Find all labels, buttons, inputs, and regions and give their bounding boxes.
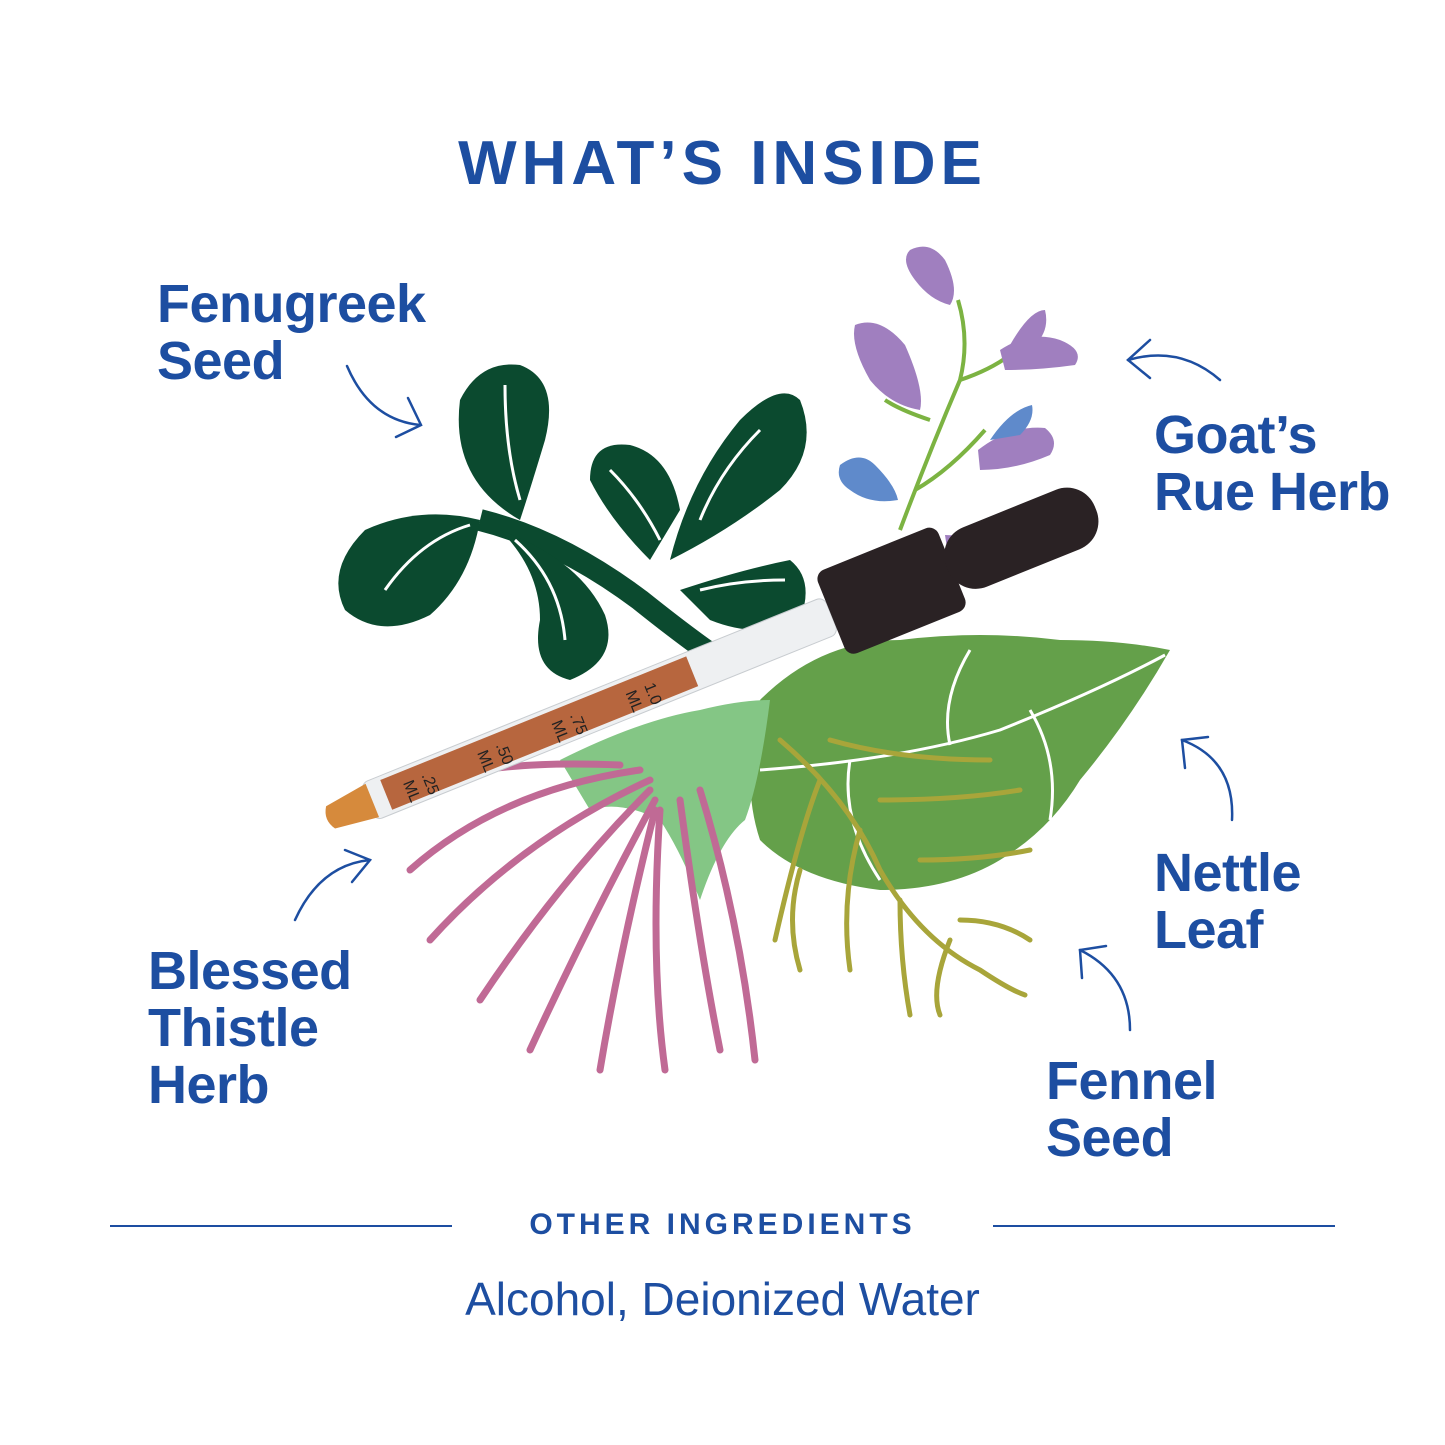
- label-line: Herb: [148, 1055, 270, 1115]
- page-title: WHAT’S INSIDE: [458, 129, 987, 198]
- other-ingredients-heading: OTHER INGREDIENTS: [529, 1208, 916, 1241]
- blessed-thistle-illustration: [406, 700, 770, 1074]
- label-blessed-thistle-herb: Blessed Thistle Herb: [148, 943, 352, 1114]
- fenugreek-illustration: [338, 364, 807, 680]
- label-line: Thistle: [148, 998, 319, 1058]
- label-line: Goat’s: [1154, 405, 1318, 465]
- label-fenugreek-seed: Fenugreek Seed: [157, 276, 426, 390]
- arrow-fennel-icon: [1078, 944, 1132, 1032]
- label-line: Nettle: [1154, 843, 1302, 903]
- label-goats-rue-herb: Goat’s Rue Herb: [1154, 405, 1391, 522]
- divider-right: [993, 1225, 1335, 1227]
- divider-left: [110, 1225, 452, 1227]
- label-nettle-leaf: Nettle Leaf: [1154, 843, 1302, 960]
- arrow-thistle-icon: [293, 848, 373, 922]
- fennel-illustration: [772, 737, 1033, 1018]
- label-line: Leaf: [1154, 900, 1264, 960]
- label-line: Seed: [157, 331, 285, 391]
- arrow-nettle-icon: [1180, 735, 1234, 822]
- label-line: Seed: [1046, 1108, 1174, 1168]
- dropper-illustration: 1.0 ML .75 ML .50 ML .25 ML: [325, 487, 1099, 829]
- arrow-goats-rue-icon: [1126, 338, 1222, 382]
- other-ingredients-value: Alcohol, Deionized Water: [465, 1273, 980, 1325]
- label-line: Fenugreek: [157, 274, 426, 334]
- nettle-leaf-illustration: [750, 635, 1170, 890]
- arrow-fenugreek-icon: [345, 364, 423, 439]
- label-line: Rue Herb: [1154, 462, 1391, 522]
- goats-rue-illustration: [838, 246, 1078, 557]
- label-line: Blessed: [148, 941, 352, 1001]
- label-line: Fennel: [1046, 1051, 1218, 1111]
- label-fennel-seed: Fennel Seed: [1046, 1051, 1218, 1168]
